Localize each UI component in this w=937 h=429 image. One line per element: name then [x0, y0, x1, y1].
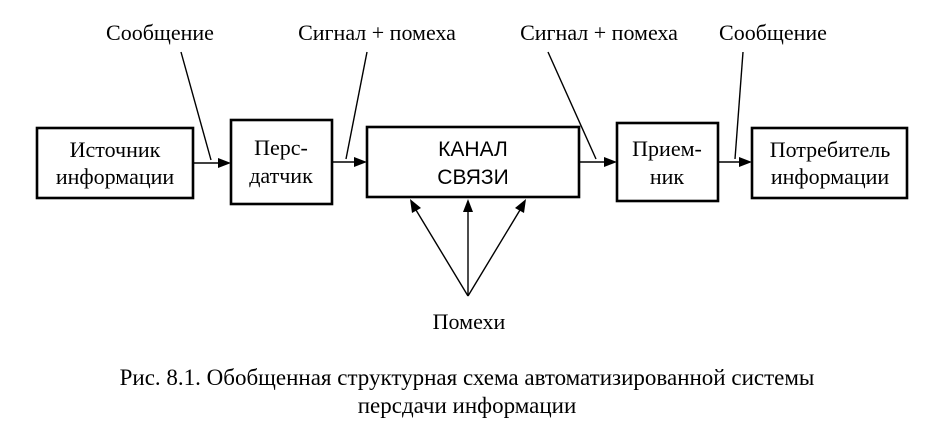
source-block [35, 126, 195, 200]
transmitter-label-line2: датчик [249, 163, 313, 188]
channel-label-line2: СВЯЗИ [437, 166, 508, 189]
source-label-line1: Источник [70, 137, 161, 162]
arrow-receiver-to-consumer [718, 157, 752, 167]
caption-line1: Рис. 8.1. Обобщенная структурная схема а… [120, 365, 815, 390]
channel-label-line1: КАНАЛ [438, 138, 508, 161]
message-in-leader [180, 51, 212, 161]
noise-arrow-right [467, 199, 526, 297]
source-label-line2: информации [56, 164, 175, 189]
signal-noise-in-label: Сигнал + помеха [298, 20, 456, 45]
noise-arrow-left [410, 199, 469, 297]
caption-line2: перcдачи информации [358, 393, 577, 418]
transmitter-block [229, 118, 334, 206]
message-out-leader [734, 51, 744, 160]
noise-arrow-center [463, 199, 473, 296]
message-out-label: Сообщение [719, 20, 827, 45]
consumer-label-line1: Потребитель [770, 137, 891, 162]
channel-block [365, 125, 581, 199]
signal-noise-out-label: Сигнал + помеха [520, 20, 678, 45]
signal-noise-out-leader [547, 51, 597, 160]
arrow-transmitter-to-channel [332, 157, 367, 167]
signal-noise-in-leader [345, 51, 368, 160]
arrow-source-to-transmitter [193, 158, 231, 168]
noise-label: Помехи [433, 309, 506, 334]
transmitter-label-line1: Перс- [254, 135, 308, 160]
receiver-block [615, 121, 720, 203]
message-in-label: Сообщение [106, 20, 214, 45]
consumer-label-line2: информации [771, 164, 890, 189]
receiver-label-line1: Прием- [632, 136, 702, 161]
arrow-channel-to-receiver [579, 157, 617, 167]
receiver-label-line2: ник [650, 164, 685, 189]
consumer-block [750, 126, 909, 200]
